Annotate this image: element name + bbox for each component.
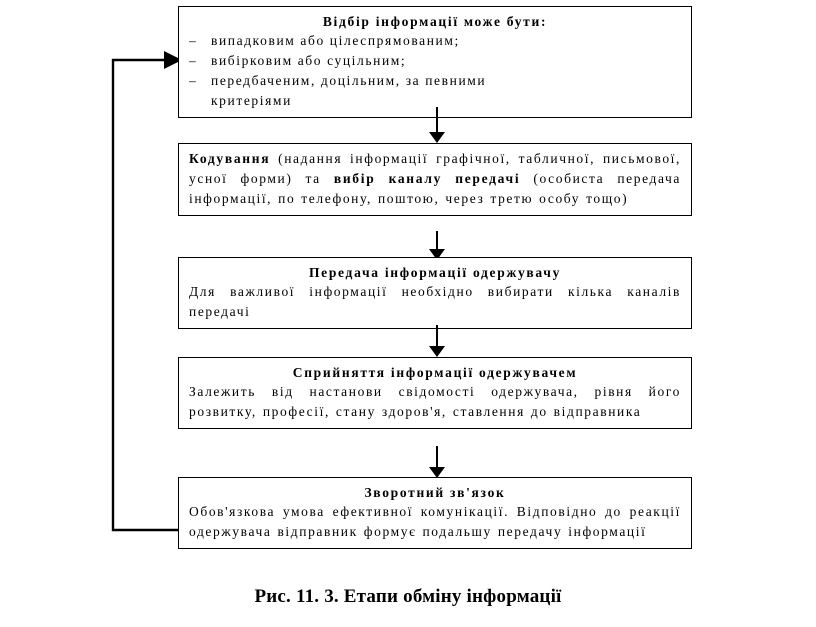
step-body-encoding: Кодування (надання інформації графічної,… [189, 149, 681, 209]
step-box-reception: Сприйняття інформації одержувачем Залежи… [178, 357, 692, 429]
step-title-transmission: Передача інформації одержувачу [308, 265, 562, 280]
emphasis-text: Кодування [189, 151, 271, 166]
step-body-feedback: Обов'язкова умова ефективної комунікації… [189, 504, 681, 539]
step-box-encoding: Кодування (надання інформації графічної,… [178, 143, 692, 216]
emphasis-text: вибір каналу передачі [333, 171, 521, 186]
flow-connector-arrow [429, 446, 445, 478]
flow-connector-arrow [429, 231, 445, 260]
list-item: – випадковим або цілеспрямованим; [189, 31, 681, 51]
bullet-text: випадковим або цілеспрямованим; [211, 33, 460, 48]
step-title-selection: Відбір інформації може бути: [322, 14, 548, 29]
bullet-dash-icon: – [189, 73, 196, 88]
step-body-reception: Залежить від настанови свідомості одержу… [189, 384, 681, 419]
bullet-text: передбаченим, доцільним, за певними [211, 73, 487, 88]
bullet-text-continuation: критеріями [211, 93, 292, 108]
flow-connector-arrow [429, 325, 445, 357]
step-box-transmission: Передача інформації одержувачу Для важли… [178, 257, 692, 329]
bullet-text: вибірковим або суцільним; [211, 53, 407, 68]
step-box-feedback: Зворотний зв'язок Обов'язкова умова ефек… [178, 477, 692, 549]
step-title-feedback: Зворотний зв'язок [364, 485, 506, 500]
figure-caption: Рис. 11. 3. Етапи обміну інформації [254, 586, 562, 607]
body-text: (надання інформації графічної, табличної… [189, 151, 681, 186]
step-title-reception: Сприйняття інформації одержувачем [292, 365, 578, 380]
step-body-transmission: Для важливої інформації необхідно вибира… [189, 284, 681, 319]
list-item: – передбаченим, доцільним, за певними [189, 71, 681, 91]
list-item: – вибірковим або суцільним; [189, 51, 681, 71]
selection-bullet-list: – випадковим або цілеспрямованим; – вибі… [189, 31, 681, 111]
step-box-selection: Відбір інформації може бути: – випадкови… [178, 6, 692, 118]
bullet-dash-icon: – [189, 33, 196, 48]
body-text: (особиста передача інформації, по телефо… [189, 171, 681, 206]
bullet-dash-icon: – [189, 53, 196, 68]
flow-connector-arrow [429, 107, 445, 143]
